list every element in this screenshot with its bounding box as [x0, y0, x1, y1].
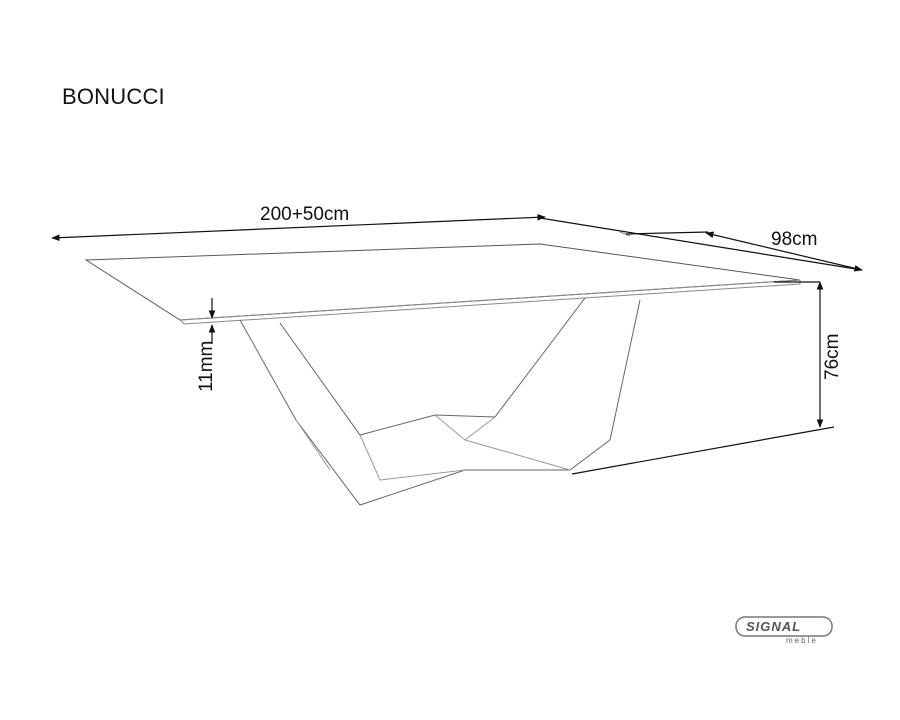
- table-top: [84, 231, 801, 325]
- brand-logo-name: SIGNAL: [746, 619, 801, 634]
- base-outer-outline: [239, 299, 641, 506]
- product-title: BONUCCI: [62, 84, 165, 109]
- base-facet-line: [434, 414, 496, 441]
- base-facet-line: [359, 434, 466, 481]
- base-facet-line: [464, 439, 571, 471]
- table-top-thickness: [179, 280, 801, 325]
- height-bottom-extension: [571, 426, 835, 475]
- table-top-edge: [179, 279, 801, 321]
- width-dimension-line: [705, 231, 863, 272]
- height-dimension-label: 76cm: [822, 334, 843, 380]
- brand-logo: SIGNAL meble: [735, 616, 833, 645]
- brand-logo-frame: [735, 616, 833, 637]
- base-inner-outline: [279, 297, 586, 436]
- base-facet-line: [295, 419, 331, 471]
- thickness-dimension-label: 11mm: [196, 341, 217, 392]
- table-top-surface: [84, 243, 801, 321]
- table-base: [239, 297, 641, 506]
- depth-reference-line: [625, 231, 709, 235]
- dimension-lines: [51, 213, 863, 475]
- width-dimension-label: 98cm: [771, 229, 817, 250]
- length-dimension-label: 200+50cm: [260, 204, 349, 225]
- length-dimension-line: [51, 213, 546, 242]
- extension-leaf-seam: [619, 231, 631, 237]
- brand-logo-tagline: meble: [786, 636, 818, 645]
